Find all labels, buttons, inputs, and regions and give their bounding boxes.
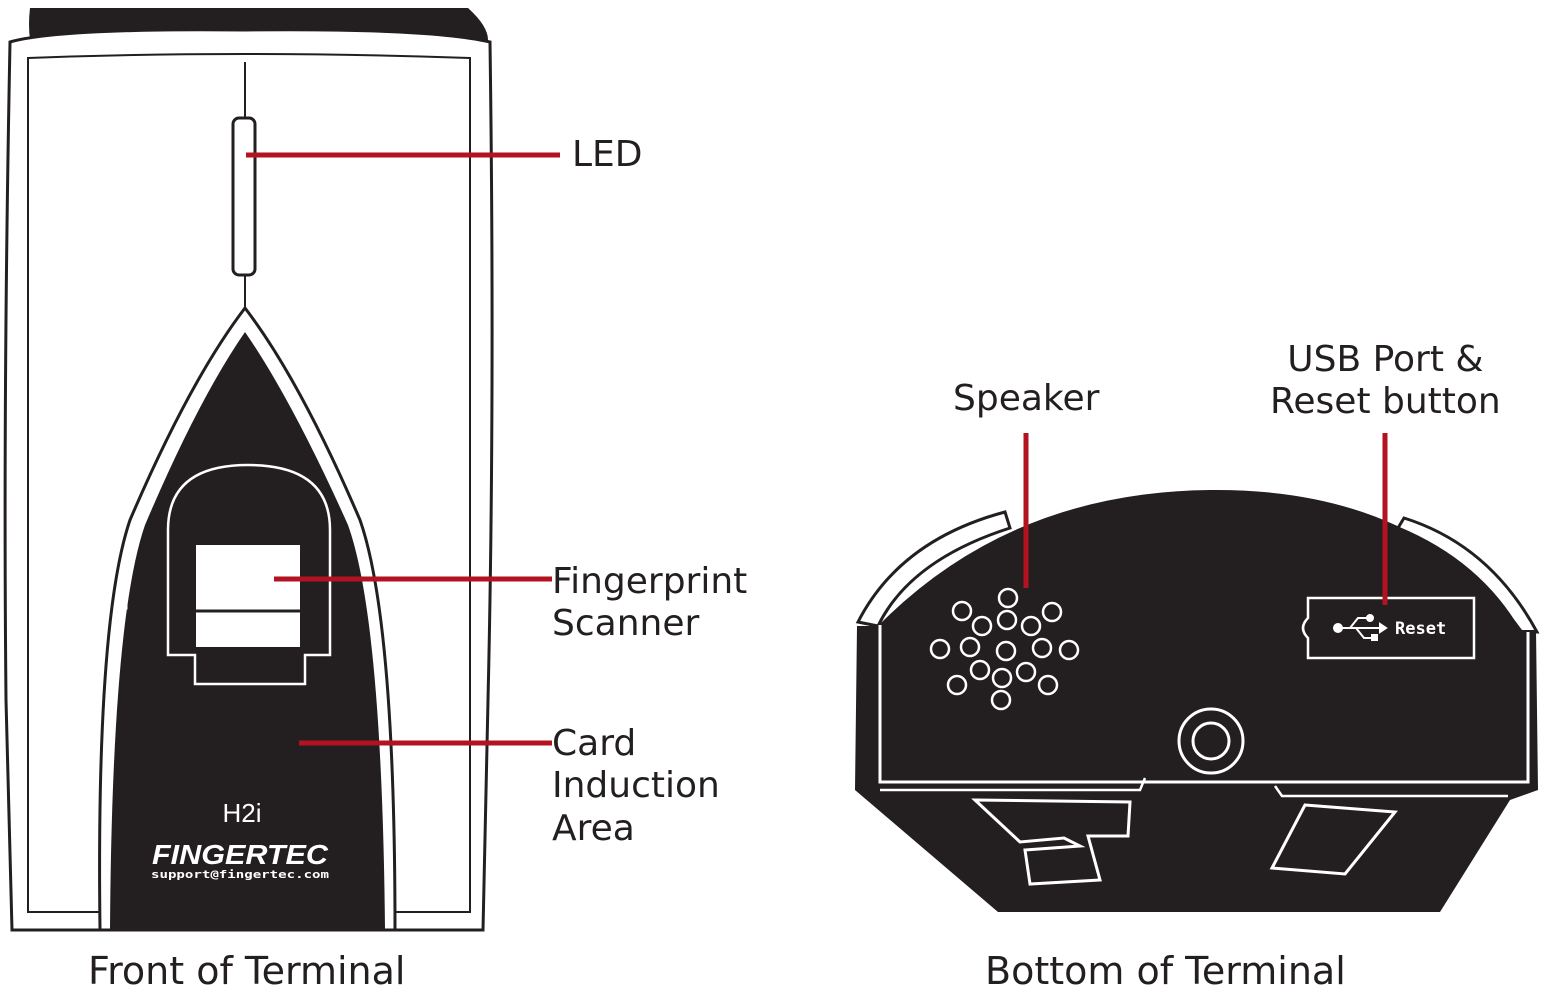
speaker-hole [959,636,981,658]
callout-line: Area [552,807,635,849]
speaker-callout: Speaker [953,378,1099,420]
callout-line: USB Port & [1287,339,1484,380]
usb-icon [1333,614,1388,641]
speaker-hole [997,587,1019,609]
speaker-hole [971,615,993,637]
fingerprint-scanner-callout: Fingerprint Scanner [552,561,747,646]
front-caption: Front of Terminal [88,949,406,993]
fingerprint-sensor-window [196,545,300,647]
callout-line: LED [572,134,643,175]
callout-line: Card [552,723,637,764]
led-callout: LED [572,134,643,176]
left-foot-pad [971,798,1132,886]
speaker-hole [1037,674,1059,696]
left-side-ear [855,510,1012,628]
speaker-hole [1020,615,1042,637]
speaker-hole [990,689,1012,711]
front-terminal: H2i FINGERTEC support@fingertec.com [3,8,494,932]
speaker-hole [929,638,951,660]
speaker-hole [946,674,968,696]
fingertec-logo: FINGERTEC [152,839,329,870]
callout-line: Induction [552,765,720,807]
model-label: H2i [222,798,261,828]
callout-line: Reset button [1270,381,1501,423]
bottom-caption: Bottom of Terminal [985,949,1346,993]
speaker-hole [1041,601,1063,623]
speaker-hole [969,659,991,681]
speaker-hole [991,667,1013,689]
speaker-grille [929,587,1080,711]
fingerprint-guide [166,463,332,686]
bottom-upper-plate-outline [878,625,1530,784]
callout-line: Scanner [552,603,700,645]
support-email: support@fingertec.com [151,868,329,881]
callout-line: Fingerprint [552,561,748,602]
speaker-hole [1031,637,1053,659]
card-induction-callout: Card Induction Area [552,723,720,850]
speaker-hole [1058,639,1080,661]
led-slot [231,116,257,277]
mount-socket-outer [1177,707,1245,775]
right-side-ear [1395,516,1540,634]
speaker-hole [996,609,1018,631]
right-foot-pad [1269,803,1398,876]
front-inner-panel [27,53,471,913]
speaker-hole [995,640,1017,662]
speaker-hole [1015,661,1037,683]
usb-reset-callout: USB Port & Reset button [1270,339,1501,424]
callout-line: Speaker [953,378,1100,419]
bottom-lower-plate-outline [880,777,1508,798]
reset-label: Reset [1395,619,1446,639]
usb-reset-panel [1301,596,1476,660]
speaker-hole [951,600,973,622]
bottom-body [855,489,1538,912]
bottom-terminal: Reset [855,489,1540,912]
mount-socket-inner [1191,721,1231,761]
